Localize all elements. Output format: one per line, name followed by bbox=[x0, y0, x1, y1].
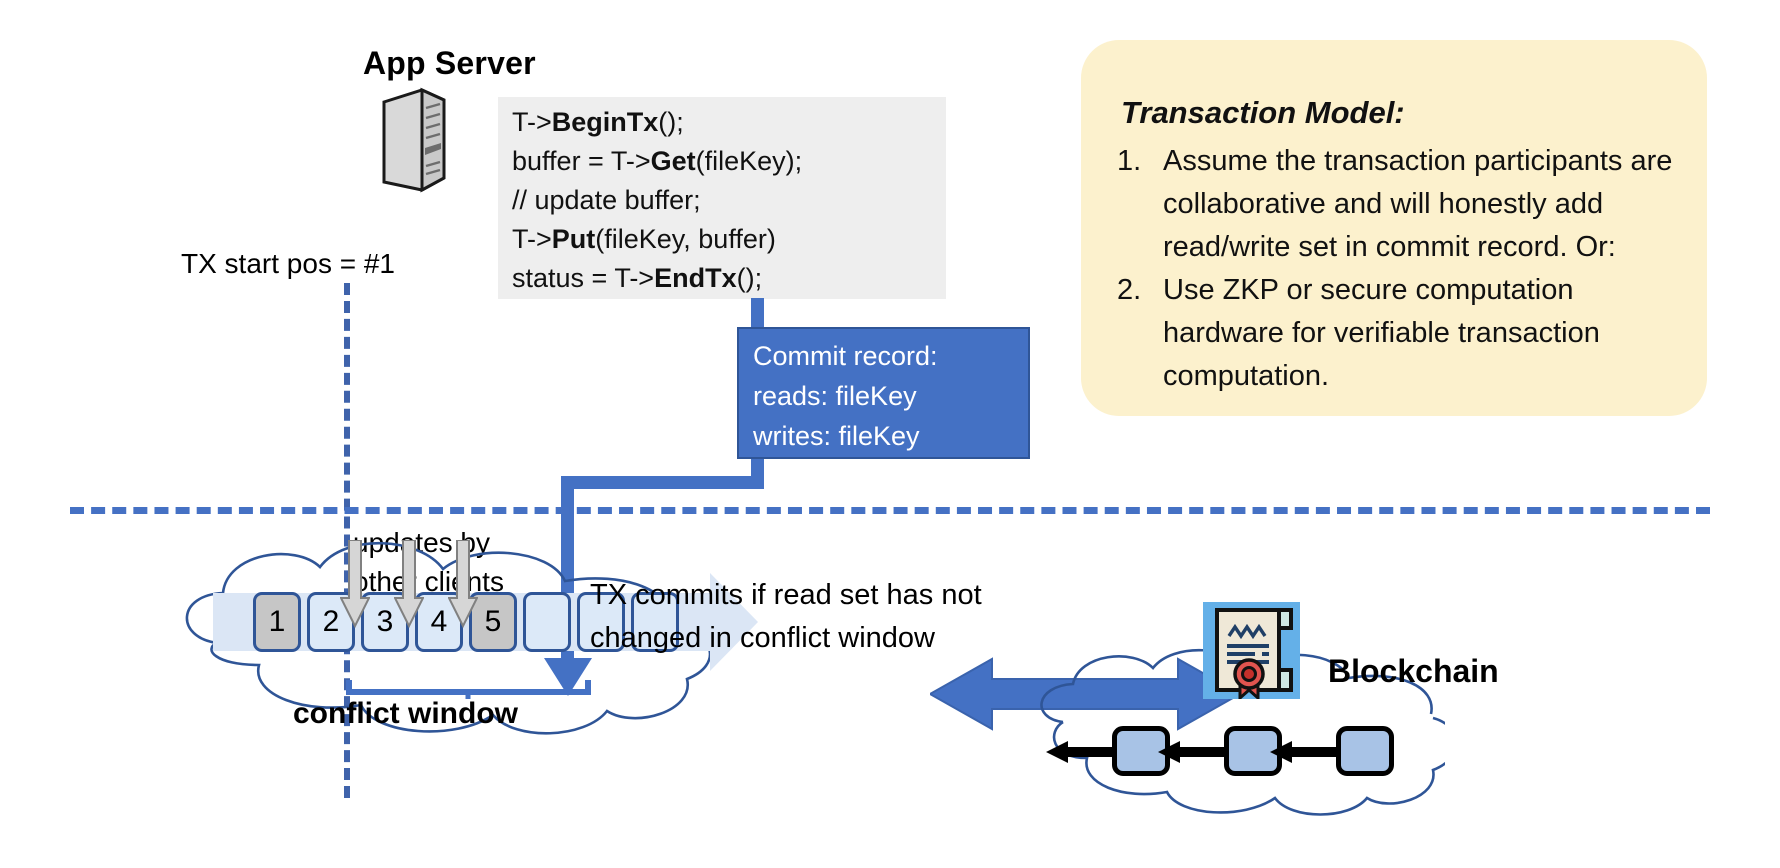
log-entry-5[interactable]: 5 bbox=[469, 592, 517, 652]
tx-commits-note-line-2: changed in conflict window bbox=[590, 622, 935, 654]
code-line: status = T->EndTx(); bbox=[512, 263, 763, 293]
app-server-title: App Server bbox=[363, 45, 536, 81]
list-item: 2. Use ZKP or secure computation hardwar… bbox=[1117, 269, 1697, 398]
server-icon bbox=[378, 86, 448, 194]
log-entry-7[interactable] bbox=[577, 592, 625, 652]
tx-start-pos-label: TX start pos = #1 bbox=[181, 248, 395, 279]
blockchain-link-arrow-icon-3 bbox=[1270, 741, 1340, 763]
blockchain-block-3 bbox=[1336, 726, 1394, 776]
tx-start-dashed-line bbox=[344, 283, 350, 798]
tx-commits-note: TX commits if read set has not changed i… bbox=[590, 574, 982, 660]
conflict-window-brace bbox=[346, 678, 591, 700]
code-snippet-panel: T->BeginTx(); buffer = T->Get(fileKey); … bbox=[498, 97, 946, 299]
list-item-number: 2. bbox=[1117, 274, 1142, 306]
log-entry-row: 1 2 3 4 5 bbox=[253, 592, 679, 652]
list-item-number: 1. bbox=[1117, 145, 1142, 177]
update-arrow-icon-1 bbox=[339, 539, 371, 629]
code-line: buffer = T->Get(fileKey); bbox=[512, 146, 803, 176]
log-entry-1[interactable]: 1 bbox=[253, 592, 301, 652]
log-entry-3[interactable]: 3 bbox=[361, 592, 409, 652]
log-entry-8[interactable] bbox=[631, 592, 679, 652]
log-entry-4[interactable]: 4 bbox=[415, 592, 463, 652]
blockchain-link-arrow-icon-1 bbox=[1046, 741, 1116, 763]
transaction-model-list: 1. Assume the transaction participants a… bbox=[1117, 140, 1697, 398]
code-line: T->BeginTx(); bbox=[512, 107, 684, 137]
transaction-model-title: Transaction Model: bbox=[1121, 95, 1405, 130]
conflict-window-label: conflict window bbox=[293, 697, 518, 730]
log-stream-arrow-icon bbox=[710, 573, 758, 671]
list-item-text: Use ZKP or secure computation hardware f… bbox=[1163, 274, 1600, 392]
commit-record-line-2: reads: fileKey bbox=[753, 381, 917, 411]
blockchain-link-arrow-icon-2 bbox=[1158, 741, 1228, 763]
transaction-model-callout: Transaction Model: 1. Assume the transac… bbox=[1081, 40, 1707, 416]
commit-connector-horizontal bbox=[561, 476, 764, 489]
list-item: 1. Assume the transaction participants a… bbox=[1117, 140, 1697, 269]
client-server-divider bbox=[70, 507, 1710, 514]
updates-label-line-2: other clients bbox=[353, 566, 504, 597]
certificate-icon bbox=[1203, 602, 1300, 702]
list-item-text: Assume the transaction participants are … bbox=[1163, 145, 1673, 263]
code-line: // update buffer; bbox=[512, 185, 701, 215]
commit-record-box: Commit record: reads: fileKey writes: fi… bbox=[737, 327, 1030, 459]
commit-record-line-1: Commit record: bbox=[753, 341, 938, 371]
update-arrow-icon-2 bbox=[393, 539, 425, 629]
tx-commits-note-line-1: TX commits if read set has not bbox=[590, 579, 982, 611]
log-entry-6[interactable] bbox=[523, 592, 571, 652]
code-line: T->Put(fileKey, buffer) bbox=[512, 224, 776, 254]
blockchain-label: Blockchain bbox=[1328, 653, 1499, 689]
update-arrow-icon-3 bbox=[447, 539, 479, 629]
commit-record-line-3: writes: fileKey bbox=[753, 421, 920, 451]
